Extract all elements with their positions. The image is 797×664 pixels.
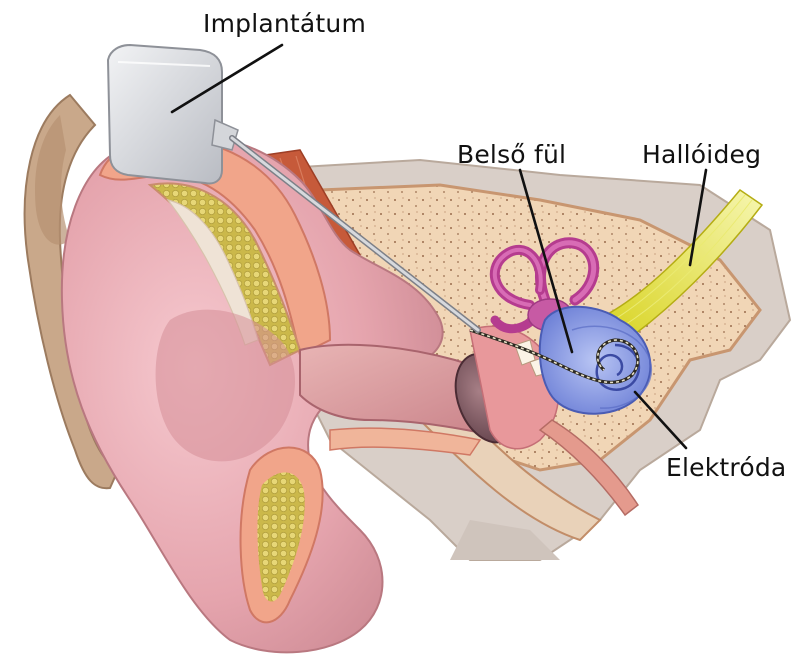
label-implant: Implantátum bbox=[203, 11, 366, 36]
label-inner-ear: Belső fül bbox=[457, 142, 566, 167]
label-electrode: Elektróda bbox=[666, 455, 786, 480]
label-auditory-nerve: Hallóideg bbox=[642, 142, 761, 167]
